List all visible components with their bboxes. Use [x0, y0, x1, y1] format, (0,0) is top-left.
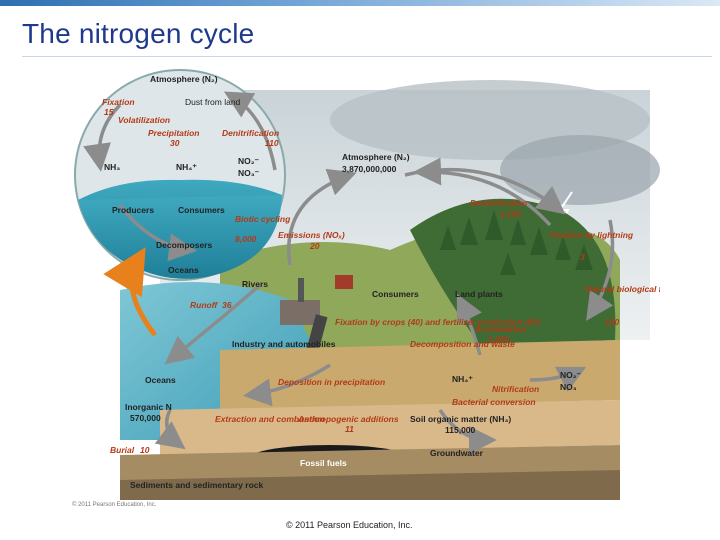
- arrow-groundwater: [438, 409, 497, 454]
- nitrogen-cycle-diagram: Atmosphere (N₂) Dust from land Fixation …: [74, 69, 660, 500]
- inset-consumers-label: Consumers: [178, 205, 225, 215]
- oceans-label: Oceans: [145, 375, 176, 385]
- soil-layer: [220, 340, 620, 410]
- inset-dust-label: Dust from land: [185, 97, 241, 107]
- inset-producers-label: Producers: [112, 205, 154, 215]
- assimilation-value: 1,200: [488, 334, 510, 344]
- inset-atmosphere-label: Atmosphere (N₂): [150, 74, 218, 84]
- fossil-fuels-label: Fossil fuels: [300, 458, 347, 468]
- farm-barn: [335, 275, 353, 289]
- atmosphere-value: 3,870,000,000: [342, 164, 397, 174]
- arrow-denitrification: [413, 157, 552, 227]
- inset-nh3-label: NH₃: [104, 162, 120, 172]
- top-accent-bar: [0, 0, 720, 6]
- cloud: [500, 135, 660, 205]
- factory-building: [280, 300, 320, 325]
- nitrification-label: Nitrification: [492, 384, 539, 394]
- groundwater-label: Groundwater: [430, 448, 484, 458]
- inset-fixation-label: Fixation: [102, 97, 135, 107]
- arrow-inset-biotic: [118, 203, 197, 262]
- footer-copyright: © 2011 Pearson Education, Inc.: [286, 520, 413, 530]
- denitrification-value: ≤ 200: [500, 209, 521, 219]
- extraction-label: Extraction and combustion: [215, 414, 325, 424]
- runoff-value: 36: [222, 300, 232, 310]
- anthropogenic-label: Anthropogenic additions: [297, 414, 399, 424]
- emissions-label: Emissions (NOₓ): [278, 230, 345, 240]
- emissions-value: 20: [309, 241, 320, 251]
- deposition-label: Deposition in precipitation: [278, 377, 385, 387]
- trees: [440, 210, 593, 275]
- inset-nh4-label: NH₄⁺: [176, 162, 197, 172]
- rivers-label: Rivers: [242, 279, 268, 289]
- bacterial-conversion-label: Bacterial conversion: [452, 397, 536, 407]
- arrow-deposition: [243, 363, 331, 407]
- inset-decomposers-label: Decomposers: [156, 240, 212, 250]
- inset-precipitation-label: Precipitation: [148, 128, 199, 138]
- sediments-label: Sediments and sedimentary rock: [130, 480, 263, 490]
- figure-credit: © 2011 Pearson Education, Inc.: [72, 502, 157, 508]
- arrow-burial: [154, 409, 186, 450]
- decomposition-label: Decomposition and waste: [410, 339, 515, 349]
- soil-organic-value: 115,000: [445, 425, 476, 435]
- atmosphere-label: Atmosphere (N₂): [342, 152, 410, 162]
- arrow-assimilation: [456, 293, 482, 356]
- anthropogenic-value: 11: [345, 424, 354, 434]
- soil-organic-label: Soil organic matter (NH₃): [410, 414, 511, 424]
- arrow-nitrification: [529, 366, 587, 392]
- inorganic-n-value: 570,000: [130, 413, 161, 423]
- soil-layer-deep: [160, 400, 620, 455]
- flux-arrows: [83, 91, 615, 454]
- land-plants-label: Land plants: [455, 289, 503, 299]
- inset-denitrification-value: 110: [265, 138, 279, 148]
- arrow-emissions: [287, 168, 357, 266]
- lightning-fixation-label: Fixation by lightning: [550, 230, 634, 240]
- no3-label: NO₃: [560, 382, 577, 392]
- burial-value: 10: [140, 445, 150, 455]
- no2-label: NO₂⁻: [560, 370, 582, 380]
- runoff-label: Runoff: [190, 300, 218, 310]
- inorganic-n-label: Inorganic N: [125, 402, 172, 412]
- inset-no3-label: NO₃⁻: [238, 168, 260, 178]
- arrow-inset-atm-down: [83, 103, 122, 172]
- consumers-label: Consumers: [372, 289, 419, 299]
- inset-biotic-label: Biotic cycling: [235, 214, 291, 224]
- inset-denitrification-label: Denitrification: [222, 128, 279, 138]
- burial-label: Burial: [110, 445, 135, 455]
- inset-precipitation-value: 30: [170, 138, 180, 148]
- inset-fixation-value: 15: [104, 107, 114, 117]
- natural-fixation-value: 100: [605, 317, 619, 327]
- nh4-label: NH₄⁺: [452, 374, 473, 384]
- assimilation-label: Assimilation: [474, 324, 526, 334]
- lightning-fixation-value: 3: [580, 252, 585, 262]
- inset-oceans-label: Oceans: [168, 265, 199, 275]
- natural-fixation-label: Natural biological fixation: [585, 284, 660, 294]
- bedrock-layer: [120, 470, 620, 500]
- fixation-crops-label: Fixation by crops (40) and fertilizer pr…: [335, 317, 540, 327]
- arrow-runoff: [164, 283, 262, 365]
- slide-title: The nitrogen cycle: [22, 18, 255, 49]
- inset-volatilization-label: Volatilization: [118, 115, 170, 125]
- industry-label: Industry and automobiles: [232, 339, 336, 349]
- title-divider: [22, 56, 712, 57]
- inset-no2-label: NO₂⁻: [238, 156, 260, 166]
- factory-chimney: [298, 278, 304, 302]
- orange-link-arrow: [103, 247, 157, 337]
- arrow-inset-denit-up: [223, 91, 277, 171]
- arrow-lightning-fixation: [586, 219, 615, 321]
- inset-biotic-value: 8,000: [235, 234, 257, 244]
- denitrification-label: Denitrification: [470, 198, 527, 208]
